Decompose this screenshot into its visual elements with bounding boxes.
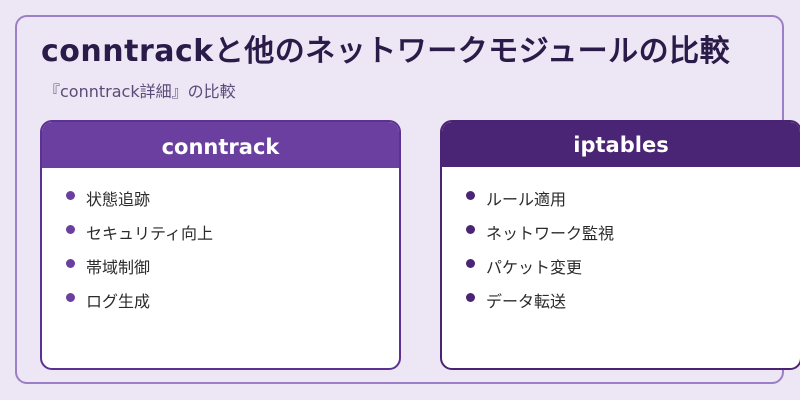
list-item: ネットワーク監視	[486, 224, 615, 243]
conntrack-card-heading: conntrack	[42, 122, 399, 168]
list-item: パケット変更	[486, 258, 583, 277]
iptables-card-heading: iptables	[442, 122, 800, 167]
list-item: ルール適用	[486, 190, 567, 209]
bullet-icon	[466, 225, 475, 234]
bullet-icon	[66, 191, 75, 200]
list-item: データ転送	[486, 292, 567, 311]
bullet-icon	[466, 191, 475, 200]
iptables-card: iptables ルール適用 ネットワーク監視 パケット変更 データ転送	[440, 120, 800, 370]
conntrack-card: conntrack 状態追跡 セキュリティ向上 帯域制御 ログ生成	[40, 120, 401, 370]
list-item: 帯域制御	[86, 258, 151, 277]
bullet-icon	[66, 225, 75, 234]
list-item: ログ生成	[86, 292, 151, 311]
bullet-icon	[466, 259, 475, 268]
bullet-icon	[66, 293, 75, 302]
page-title: conntrackと他のネットワークモジュールの比較	[41, 34, 731, 69]
page-subtitle: 『conntrack詳細』の比較	[44, 82, 236, 101]
bullet-icon	[66, 259, 75, 268]
bullet-icon	[466, 293, 475, 302]
list-item: セキュリティ向上	[86, 224, 214, 243]
list-item: 状態追跡	[86, 190, 151, 209]
